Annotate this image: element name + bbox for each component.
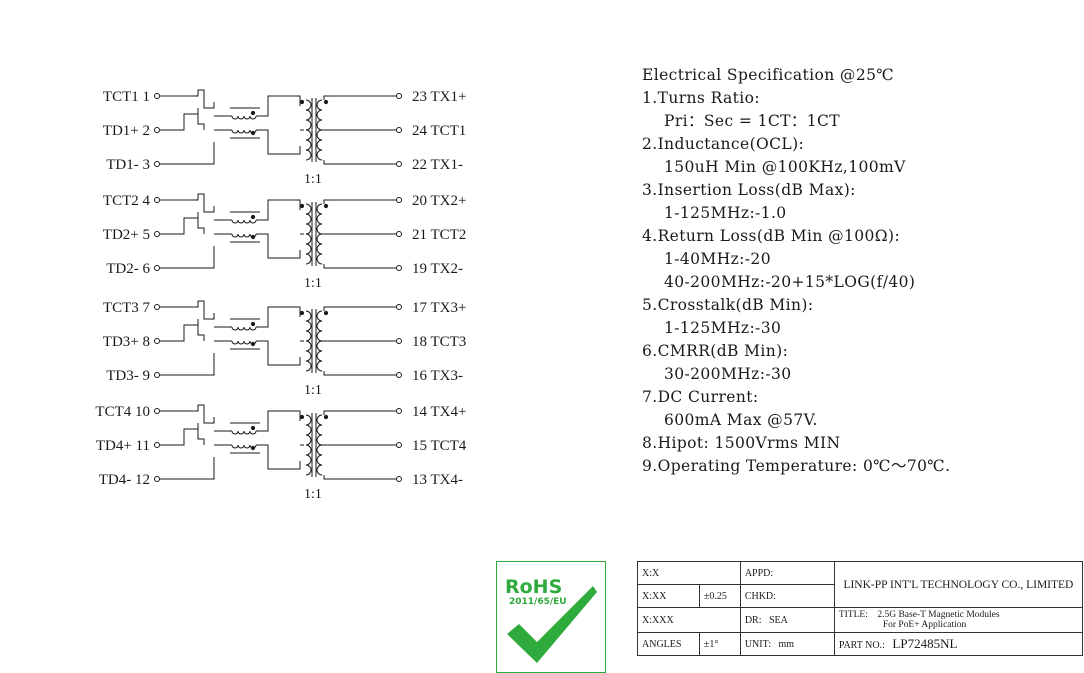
pin-label-right: 15 TCT4 [412,438,467,454]
spec-value: 40-200MHz:-20+15*LOG(f/40) [664,273,916,291]
partno-label: PART NO.: [838,640,885,651]
dr-value: SEA [768,614,788,626]
pin-label-right: 23 TX1+ [412,89,466,105]
spec-item: 8.Hipot: 1500Vrms MIN [642,434,841,452]
spec-item: 1.Turns Ratio: [642,89,760,107]
checkmark-icon [507,586,597,663]
unit-label: UNIT: [744,638,771,650]
title-block: X:X APPD: LINK-PP INT'L TECHNOLOGY CO., … [637,561,1084,656]
pin-label-right: 18 TCT3 [412,334,466,350]
spec-value: 1-125MHz:-1.0 [664,204,787,222]
spec-item: 4.Return Loss(dB Min @100Ω): [642,227,901,245]
pin-label-left: TCT1 1 [103,89,150,105]
pin-label-right: 14 TX4+ [412,404,466,420]
pin-label-left: TCT2 4 [103,193,151,209]
spec-item: 3.Insertion Loss(dB Max): [642,181,856,199]
pin-label-left: TD2+ 5 [103,227,150,243]
pin-label-left: TD4- 12 [99,472,150,488]
spec-value: 1-125MHz:-30 [664,319,782,337]
spec-value: 600mA Max @57V. [664,411,818,429]
spec-title: Electrical Specification @25℃ [642,66,895,84]
chkd-label: CHKD: [744,590,776,602]
spec-value: 150uH Min @100KHz,100mV [664,158,906,176]
tol-xxx: X:XXX [642,614,674,626]
turns-ratio-label: 1:1 [304,383,322,398]
pin-label-right: 24 TCT1 [412,123,466,139]
spec-value: 1-40MHz:-20 [664,250,771,268]
angles-label: ANGLES [642,638,682,650]
pin-label-right: 20 TX2+ [412,193,466,209]
pin-label-left: TD1- 3 [106,157,150,173]
rohs-directive: 2011/65/EU [509,597,567,607]
pin-label-right: 22 TX1- [412,157,463,173]
appd-label: APPD: [744,567,774,579]
pin-label-left: TCT3 7 [103,300,151,316]
angles-value: ±1° [703,638,719,650]
spec-item: 5.Crosstalk(dB Min): [642,296,814,314]
title-line-2: For PoE+ Application [882,620,967,630]
turns-ratio-label: 1:1 [304,172,322,187]
title-label: TITLE: [838,610,868,620]
electrical-specification: Electrical Specification @25℃ 1.Turns Ra… [642,64,950,478]
pin-label-right: 16 TX3- [412,368,463,384]
tol-xx-value: ±0.25 [703,590,727,602]
pin-label-right: 17 TX3+ [412,300,466,316]
turns-ratio-label: 1:1 [304,487,322,502]
rohs-mark: RoHS [505,576,563,598]
spec-item: 6.CMRR(dB Min): [642,342,789,360]
tol-xx: X:XX [642,590,667,602]
pin-label-left: TD3+ 8 [103,334,150,350]
pin-label-left: TD3- 9 [106,368,150,384]
part-number: LP72485NL [892,636,958,651]
pin-label-right: 21 TCT2 [412,227,466,243]
company-name: LINK-PP INT'L TECHNOLOGY CO., LIMITED [843,578,1074,591]
pin-label-left: TCT4 10 [95,404,150,420]
rohs-badge: RoHS 2011/65/EU [496,561,606,673]
dr-label: DR: [744,614,762,626]
pin-label-left: TD1+ 2 [103,123,150,139]
turns-ratio-label: 1:1 [304,276,322,291]
tol-x: X:X [642,567,660,579]
title-line-1: 2.5G Base-T Magnetic Modules [877,610,1000,620]
spec-item: 9.Operating Temperature: 0℃～70℃. [642,457,951,475]
spec-value: 30-200MHz:-30 [664,365,792,383]
pin-label-right: 19 TX2- [412,261,463,277]
pin-label-right: 13 TX4- [412,472,463,488]
spec-value: Pri：Sec = 1CT：1CT [664,112,841,130]
spec-item: 7.DC Current: [642,388,759,406]
unit-value: mm [778,638,795,650]
pin-label-left: TD2- 6 [106,261,150,277]
pin-label-left: TD4+ 11 [96,438,150,454]
spec-item: 2.Inductance(OCL): [642,135,805,153]
